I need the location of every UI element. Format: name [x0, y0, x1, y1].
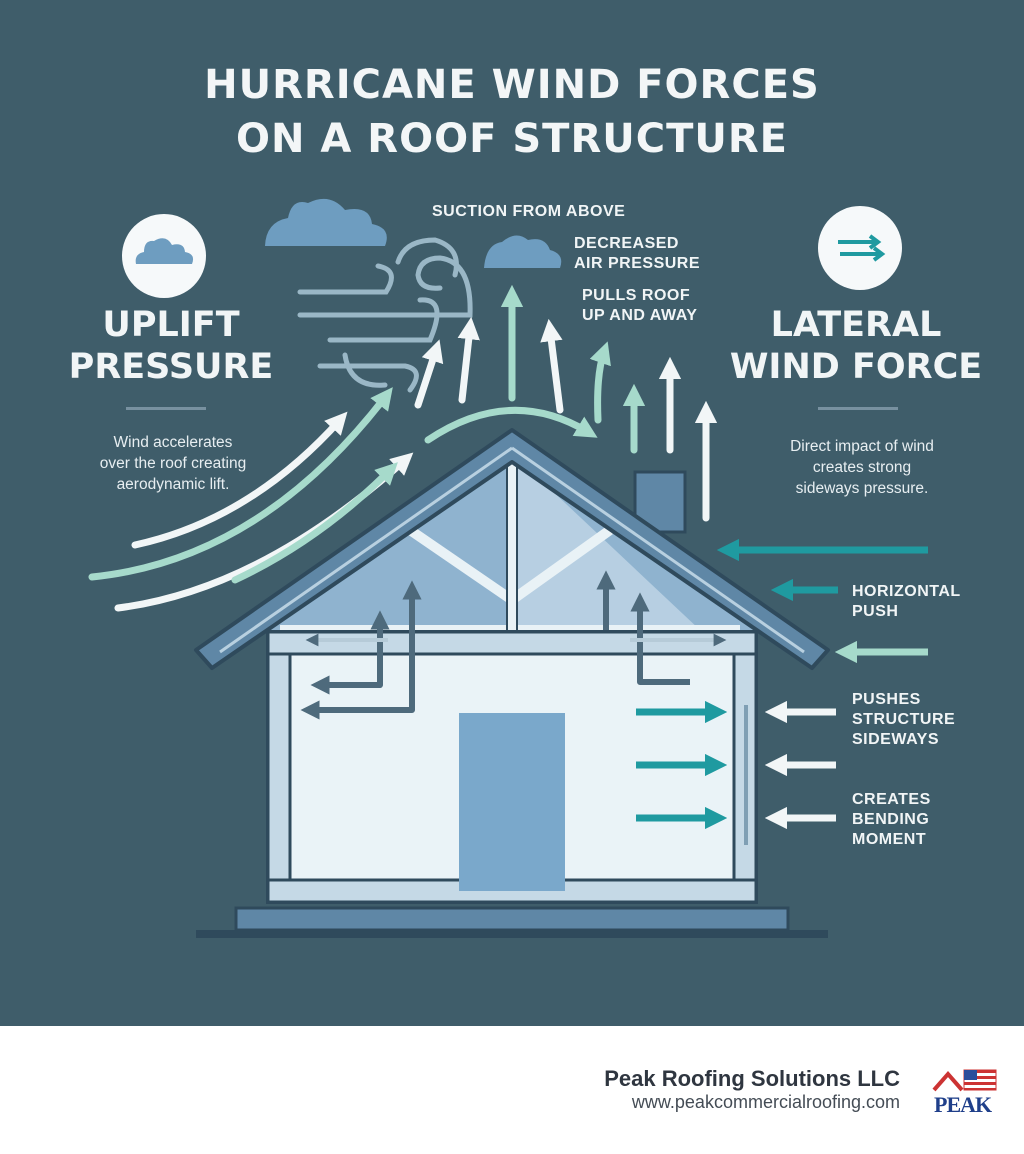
up-arrow-1 — [414, 339, 444, 409]
label-pulls-roof: PULLS ROOF UP AND AWAY — [582, 287, 698, 324]
footer: Peak Roofing Solutions LLC www.peakcomme… — [0, 1026, 1024, 1154]
uplift-divider — [126, 407, 206, 410]
up-arrow-4 — [540, 318, 564, 414]
label-bending-moment: CREATES BENDING MOMENT — [852, 791, 931, 848]
lateral-description: Direct impact of wind creates strong sid… — [790, 438, 934, 497]
infographic-poster: HURRICANE WIND FORCES ON A ROOF STRUCTUR… — [0, 0, 1024, 1026]
label-suction: SUCTION FROM ABOVE — [432, 203, 626, 220]
cloud-small — [484, 235, 562, 268]
label-decreased-pressure: DECREASED AIR PRESSURE — [574, 235, 701, 272]
label-horizontal-push: HORIZONTAL PUSH — [852, 583, 961, 620]
title-line-2: ON A ROOF STRUCTURE — [236, 116, 788, 162]
foundation — [234, 906, 790, 932]
flag-icon — [932, 1069, 997, 1092]
wind-arrows-icon — [818, 206, 902, 290]
up-arrow-5 — [589, 341, 611, 424]
internal-pressure-arrows — [300, 570, 727, 720]
uplift-arrows — [88, 284, 718, 612]
roof — [194, 428, 830, 670]
ground-line — [196, 930, 828, 938]
title-line-1: HURRICANE WIND FORCES — [204, 62, 820, 108]
wind-swirls — [297, 237, 473, 393]
company-logo: PEAK — [928, 1066, 1000, 1126]
up-arrow-2 — [457, 316, 480, 404]
cloud-large — [265, 198, 387, 246]
company-url[interactable]: www.peakcommercialroofing.com — [631, 1092, 900, 1112]
uplift-arrow-3 — [131, 411, 348, 549]
page-title: HURRICANE WIND FORCES ON A ROOF STRUCTUR… — [0, 58, 1024, 166]
uplift-description: Wind accelerates over the roof creating … — [99, 434, 247, 493]
arc-arrow — [424, 406, 598, 444]
roof-diagram — [88, 198, 928, 938]
teal-push-arrows — [636, 700, 728, 830]
company-name: Peak Roofing Solutions LLC — [604, 1066, 900, 1091]
lateral-divider — [818, 407, 898, 410]
uplift-heading: UPLIFT PRESSURE — [68, 305, 274, 387]
label-pushes-sideways: PUSHES STRUCTURE SIDEWAYS — [852, 691, 956, 748]
uplift-arrow-4 — [231, 462, 398, 584]
lateral-heading: LATERAL WIND FORCE — [729, 305, 983, 387]
uplift-arrow-1 — [88, 387, 393, 581]
logo-text: PEAK — [934, 1092, 992, 1117]
cloud-icon — [122, 214, 206, 298]
door — [459, 713, 565, 891]
lateral-arrows — [716, 538, 928, 830]
